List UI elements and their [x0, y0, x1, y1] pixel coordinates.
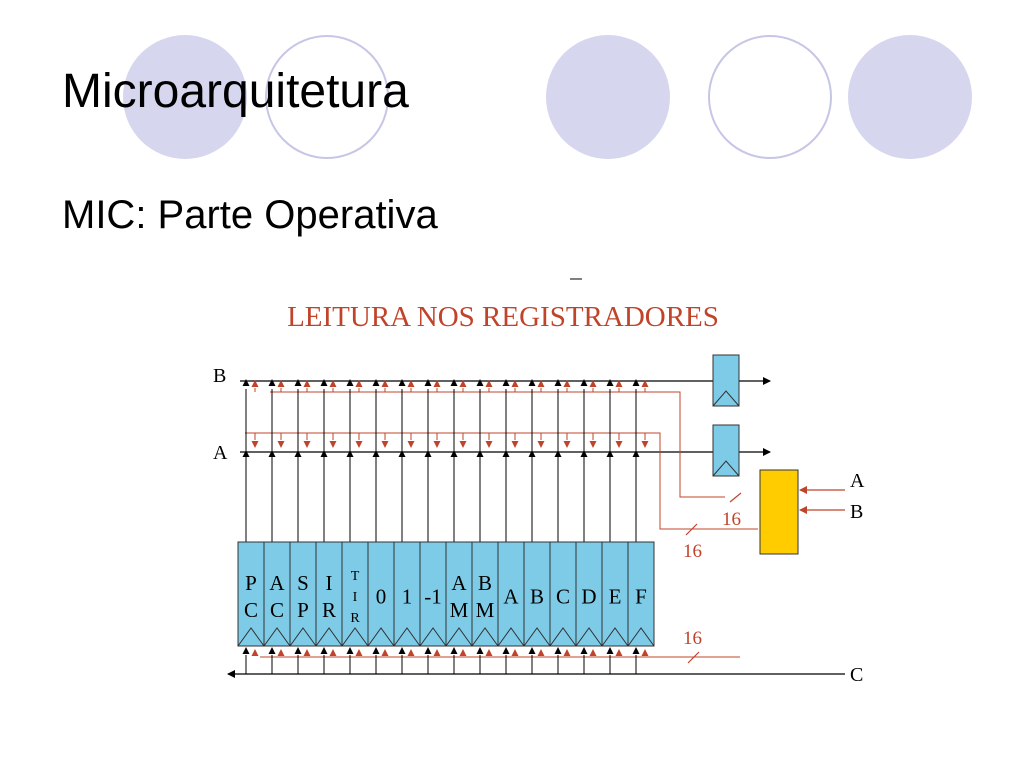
register-label: C: [270, 598, 284, 622]
register-12: B: [523, 541, 551, 647]
register-label: -1: [424, 584, 442, 608]
register-label: C: [244, 598, 258, 622]
clock-triangle: [627, 627, 655, 647]
register-label: I: [353, 590, 358, 605]
deco-circle-3: [546, 35, 670, 159]
control-line-b-select: [270, 391, 725, 498]
clock-triangle: [445, 627, 473, 647]
register-label: I: [326, 571, 333, 595]
register-8: -1: [419, 541, 447, 647]
clock-triangle: [497, 627, 525, 647]
register-label: 0: [376, 584, 387, 608]
slide-subtitle: MIC: Parte Operativa: [62, 193, 438, 237]
bus-b-label: B: [213, 365, 226, 387]
clock-triangle: [315, 627, 343, 647]
bus-c-label: C: [850, 664, 863, 686]
width-slash-2: [685, 523, 698, 536]
register-label: 1: [402, 584, 413, 608]
register-wires: [242, 379, 649, 674]
width-label-3: 16: [683, 628, 702, 649]
latch-b: [712, 354, 740, 407]
selector-input-a-label: A: [850, 470, 865, 492]
register-label: S: [297, 571, 309, 595]
register-11: A: [497, 541, 525, 647]
clock-triangle: [419, 627, 447, 647]
deco-circle-4: [708, 35, 832, 159]
register-16: F: [627, 541, 655, 647]
clock-triangle: [289, 627, 317, 647]
clock-triangle: [601, 627, 629, 647]
width-label-2: 16: [683, 541, 702, 562]
register-label: A: [269, 571, 285, 595]
width-slash-1: [729, 492, 742, 503]
clock-triangle: [523, 627, 551, 647]
register-label: C: [556, 584, 570, 608]
register-label: D: [581, 584, 596, 608]
width-label-1: 16: [722, 509, 741, 530]
register-label: M: [450, 598, 469, 622]
control-line-a-select: [245, 432, 758, 530]
register-1: PC: [237, 541, 265, 647]
register-label: R: [322, 598, 336, 622]
deco-circle-1: [123, 35, 247, 159]
decorative-circles: [123, 35, 972, 159]
register-15: E: [601, 541, 629, 647]
selector-block: [759, 469, 799, 555]
register-10: BM: [471, 541, 499, 647]
width-slash-3: [687, 651, 700, 664]
register-label: R: [350, 611, 360, 626]
deco-circle-5: [848, 35, 972, 159]
clock-triangle: [263, 627, 291, 647]
clock-triangle: [393, 627, 421, 647]
deco-circle-2: [265, 35, 389, 159]
register-2: AC: [263, 541, 291, 647]
slide-title: Microarquitetura: [62, 65, 409, 118]
clock-triangle: [549, 627, 577, 647]
clock-triangle: [237, 627, 265, 647]
register-7: 1: [393, 541, 421, 647]
register-3: SP: [289, 541, 317, 647]
selector-input-b-label: B: [850, 501, 863, 523]
register-label: B: [478, 571, 492, 595]
register-5: TIR: [341, 541, 369, 647]
register-label: P: [245, 571, 257, 595]
latch-a: [712, 424, 740, 477]
register-label: A: [503, 584, 519, 608]
clock-triangle: [341, 627, 369, 647]
register-4: IR: [315, 541, 343, 647]
register-9: AM: [445, 541, 473, 647]
register-read-diagram: LEITURA NOS REGISTRADORES B A C 16 16 16…: [213, 278, 865, 686]
register-label: T: [351, 569, 360, 584]
register-14: D: [575, 541, 603, 647]
register-label: P: [297, 598, 309, 622]
clock-triangle: [471, 627, 499, 647]
register-label: B: [530, 584, 544, 608]
register-label: E: [609, 584, 622, 608]
register-label: A: [451, 571, 467, 595]
register-6: 0: [367, 541, 395, 647]
clock-triangle: [575, 627, 603, 647]
register-label: M: [476, 598, 495, 622]
diagram-heading: LEITURA NOS REGISTRADORES: [287, 301, 719, 333]
bus-a-label: A: [213, 442, 228, 464]
clock-triangle: [367, 627, 395, 647]
register-label: F: [635, 584, 647, 608]
register-13: C: [549, 541, 577, 647]
